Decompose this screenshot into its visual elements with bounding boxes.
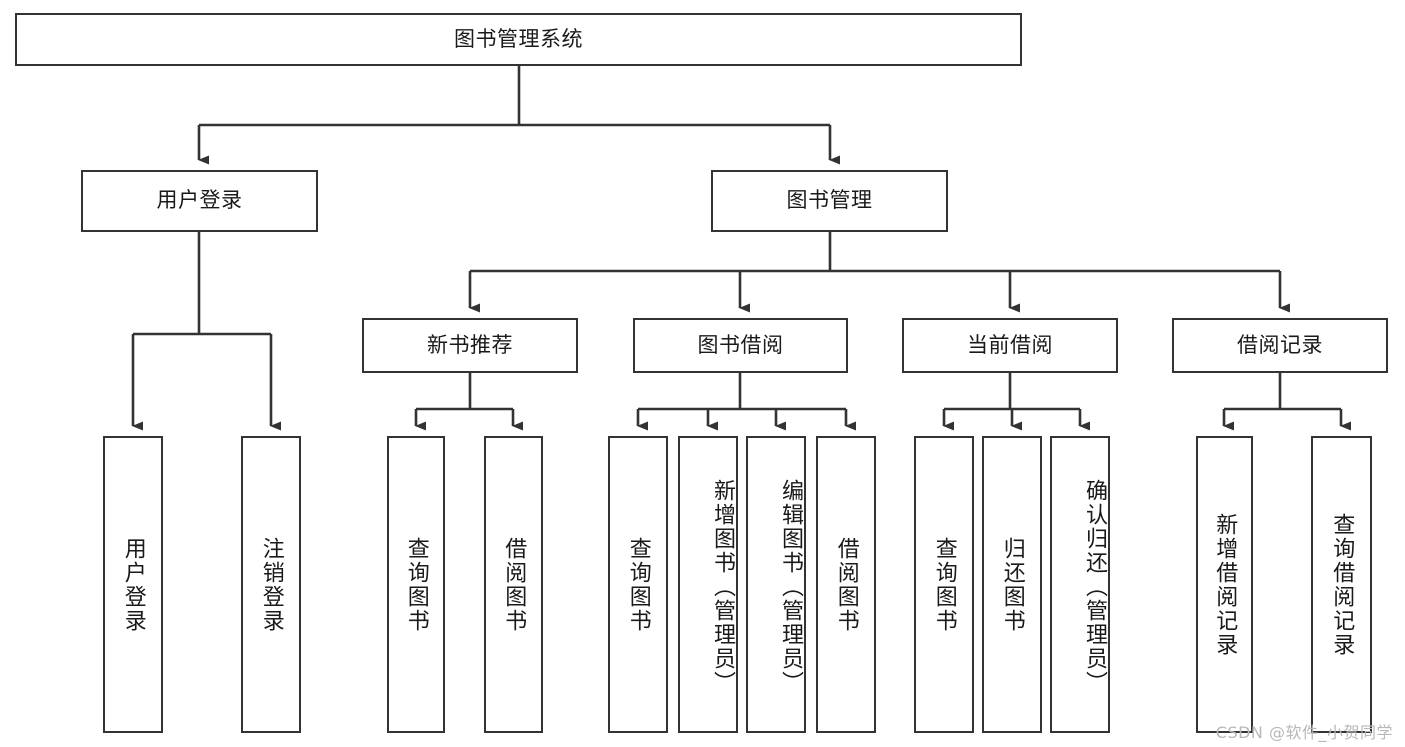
node-label: 图书借阅 bbox=[697, 332, 784, 357]
node-label: 图书管理 bbox=[786, 188, 873, 213]
node-label: 当前借阅 bbox=[967, 332, 1053, 357]
node-user-login[interactable]: 用户登录 bbox=[81, 170, 318, 232]
node-leaf-query-book-3[interactable]: 查询图书 bbox=[914, 436, 974, 733]
node-leaf-query-book-1[interactable]: 查询图书 bbox=[387, 436, 445, 733]
node-leaf-confirm-return[interactable]: 确认归还（管理员） bbox=[1050, 436, 1110, 733]
node-label: 查询借阅记录 bbox=[1329, 512, 1355, 657]
node-label: 借阅图书 bbox=[833, 536, 859, 633]
node-root-system[interactable]: 图书管理系统 bbox=[15, 13, 1022, 66]
node-label: 归还图书 bbox=[999, 536, 1025, 633]
node-label: 用户登录 bbox=[120, 536, 146, 633]
node-new-book-rec[interactable]: 新书推荐 bbox=[362, 318, 578, 373]
node-leaf-user-logout[interactable]: 注销登录 bbox=[241, 436, 301, 733]
node-leaf-borrow-book-1[interactable]: 借阅图书 bbox=[484, 436, 543, 733]
node-label: 查询图书 bbox=[931, 536, 957, 633]
node-label: 图书管理系统 bbox=[454, 26, 583, 51]
node-leaf-add-record[interactable]: 新增借阅记录 bbox=[1196, 436, 1253, 733]
watermark-text: CSDN @软件_小贺同学 bbox=[1215, 723, 1393, 742]
node-leaf-borrow-book-2[interactable]: 借阅图书 bbox=[816, 436, 876, 733]
node-label: 用户登录 bbox=[156, 188, 243, 213]
node-leaf-user-login[interactable]: 用户登录 bbox=[103, 436, 163, 733]
node-leaf-query-record[interactable]: 查询借阅记录 bbox=[1311, 436, 1372, 733]
node-label: 编辑图书（管理员） bbox=[778, 478, 803, 695]
node-leaf-add-book[interactable]: 新增图书（管理员） bbox=[678, 436, 738, 733]
node-label: 新书推荐 bbox=[427, 332, 513, 357]
node-leaf-edit-book[interactable]: 编辑图书（管理员） bbox=[746, 436, 806, 733]
node-label: 借阅图书 bbox=[501, 536, 527, 633]
node-label: 借阅记录 bbox=[1237, 332, 1323, 357]
node-leaf-query-book-2[interactable]: 查询图书 bbox=[608, 436, 668, 733]
node-label: 新增借阅记录 bbox=[1212, 512, 1238, 657]
node-current-borrow[interactable]: 当前借阅 bbox=[902, 318, 1118, 373]
node-label: 查询图书 bbox=[625, 536, 651, 633]
node-leaf-return-book[interactable]: 归还图书 bbox=[982, 436, 1042, 733]
node-book-borrow[interactable]: 图书借阅 bbox=[633, 318, 848, 373]
node-label: 查询图书 bbox=[403, 536, 429, 633]
node-label: 新增图书（管理员） bbox=[710, 478, 735, 695]
node-borrow-record[interactable]: 借阅记录 bbox=[1172, 318, 1388, 373]
node-label: 确认归还（管理员） bbox=[1082, 478, 1107, 695]
node-book-manage[interactable]: 图书管理 bbox=[711, 170, 948, 232]
node-label: 注销登录 bbox=[258, 536, 284, 633]
